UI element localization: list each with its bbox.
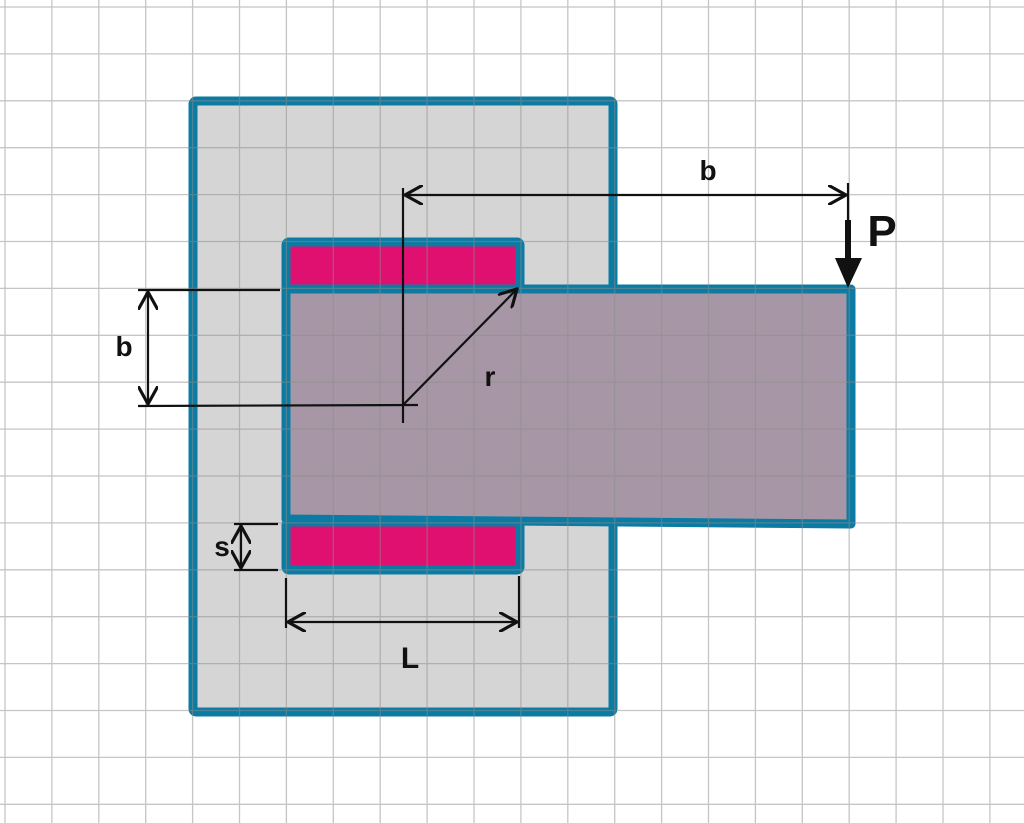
radius-arrow [402,289,517,406]
label-b-horizontal: b [699,155,716,186]
label-l: L [401,642,419,675]
dimension-b-vertical [137,288,419,408]
dimension-s [234,522,278,572]
load-arrow [835,220,862,288]
beam [281,284,856,529]
label-r: r [485,361,496,392]
label-p: P [867,207,896,256]
label-s: s [214,531,230,562]
weld-bottom [281,517,525,575]
dimension-b-horizontal [401,183,850,423]
label-b-vertical: b [115,331,132,362]
dimension-l [284,576,521,628]
